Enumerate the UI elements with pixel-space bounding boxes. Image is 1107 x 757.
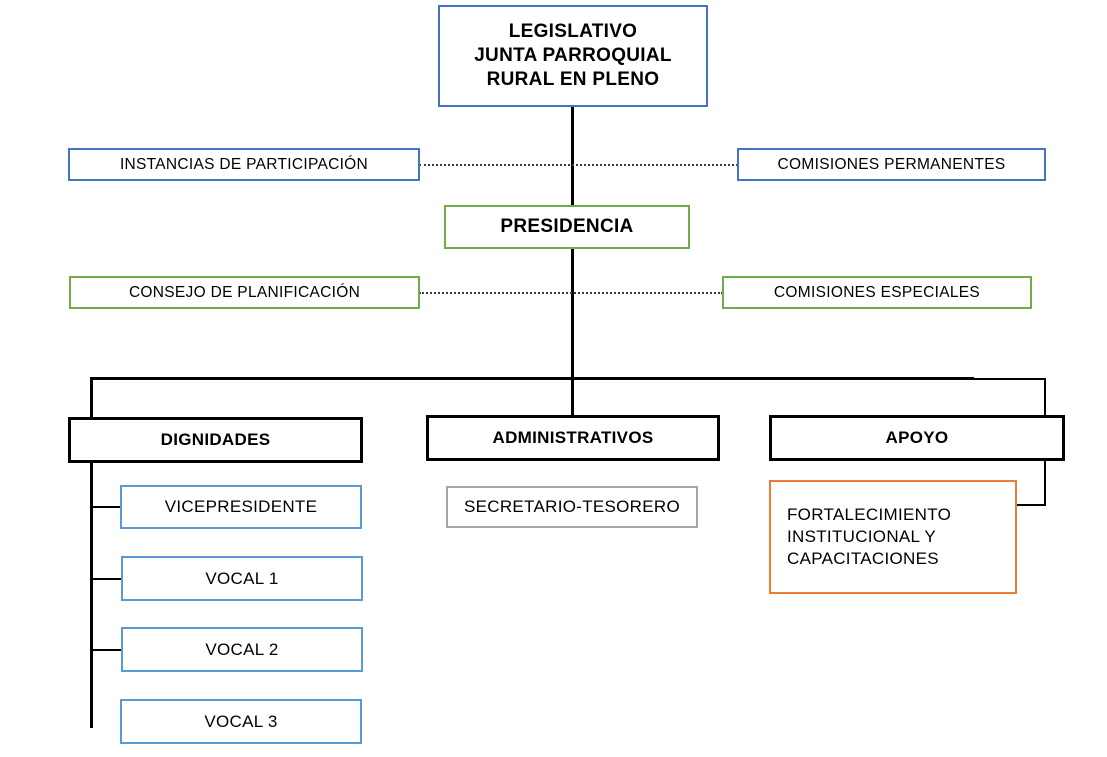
- connector-presidencia-distributor: [571, 249, 574, 380]
- node-vocal-1-label: VOCAL 1: [205, 568, 279, 588]
- node-consejo-de-planificacion-label: CONSEJO DE PLANIFICACIÓN: [128, 283, 361, 301]
- node-vocal-2-label: VOCAL 2: [205, 639, 279, 659]
- node-dignidades[interactable]: DIGNIDADES: [68, 417, 363, 463]
- node-consejo-de-planificacion[interactable]: CONSEJO DE PLANIFICACIÓN: [69, 276, 420, 309]
- connector-distributor-right-extension: [972, 378, 1046, 380]
- node-comisiones-especiales[interactable]: COMISIONES ESPECIALES: [722, 276, 1032, 309]
- node-vocal-3-label: VOCAL 3: [204, 711, 278, 731]
- connector-legislativo-presidencia: [571, 106, 574, 205]
- node-vocal-1[interactable]: VOCAL 1: [121, 556, 363, 601]
- node-instancias-de-participacion-label: INSTANCIAS DE PARTICIPACIÓN: [119, 155, 369, 173]
- node-presidencia-label: PRESIDENCIA: [500, 215, 634, 237]
- node-dignidades-label: DIGNIDADES: [160, 430, 271, 450]
- node-legislativo-line-3: RURAL EN PLENO: [486, 69, 660, 91]
- connector-dignidades-subtrunk: [90, 462, 93, 728]
- node-fortalecimiento-institucional[interactable]: FORTALECIMIENTO INSTITUCIONAL Y CAPACITA…: [769, 480, 1017, 594]
- node-vocal-2[interactable]: VOCAL 2: [121, 627, 363, 672]
- connector-dotted-row-2: [419, 292, 723, 294]
- node-apoyo-label: APOYO: [885, 428, 949, 448]
- node-fortalecimiento-line-2: INSTITUCIONAL Y: [787, 527, 937, 547]
- node-fortalecimiento-line-1: FORTALECIMIENTO: [787, 505, 952, 525]
- connector-drop-apoyo: [1044, 378, 1046, 415]
- node-secretario-tesorero-label: SECRETARIO-TESORERO: [463, 497, 681, 517]
- connector-drop-dignidades: [90, 377, 93, 419]
- node-apoyo[interactable]: APOYO: [769, 415, 1065, 461]
- connector-dotted-row-1: [419, 164, 738, 166]
- node-legislativo[interactable]: LEGISLATIVO JUNTA PARROQUIAL RURAL EN PL…: [438, 5, 708, 107]
- node-comisiones-especiales-label: COMISIONES ESPECIALES: [773, 283, 981, 301]
- node-administrativos[interactable]: ADMINISTRATIVOS: [426, 415, 720, 461]
- node-secretario-tesorero[interactable]: SECRETARIO-TESORERO: [446, 486, 698, 528]
- node-legislativo-line-2: JUNTA PARROQUIAL: [474, 44, 672, 66]
- node-vicepresidente-label: VICEPRESIDENTE: [164, 497, 318, 517]
- connector-stub-vocal-2: [90, 649, 122, 651]
- node-comisiones-permanentes[interactable]: COMISIONES PERMANENTES: [737, 148, 1046, 181]
- node-presidencia[interactable]: PRESIDENCIA: [444, 205, 690, 249]
- connector-apoyo-elbow: [1016, 504, 1046, 506]
- connector-stub-vicepresidente: [90, 506, 120, 508]
- node-instancias-de-participacion[interactable]: INSTANCIAS DE PARTICIPACIÓN: [68, 148, 420, 181]
- node-administrativos-label: ADMINISTRATIVOS: [492, 428, 654, 448]
- connector-horizontal-distributor: [90, 377, 974, 380]
- connector-drop-administrativos: [571, 377, 574, 415]
- node-vocal-3[interactable]: VOCAL 3: [120, 699, 362, 744]
- node-vicepresidente[interactable]: VICEPRESIDENTE: [120, 485, 362, 529]
- node-legislativo-line-1: LEGISLATIVO: [508, 20, 638, 42]
- node-comisiones-permanentes-label: COMISIONES PERMANENTES: [777, 155, 1006, 173]
- node-fortalecimiento-line-3: CAPACITACIONES: [787, 548, 939, 568]
- connector-apoyo-drop: [1044, 461, 1046, 506]
- connector-stub-vocal-1: [90, 578, 122, 580]
